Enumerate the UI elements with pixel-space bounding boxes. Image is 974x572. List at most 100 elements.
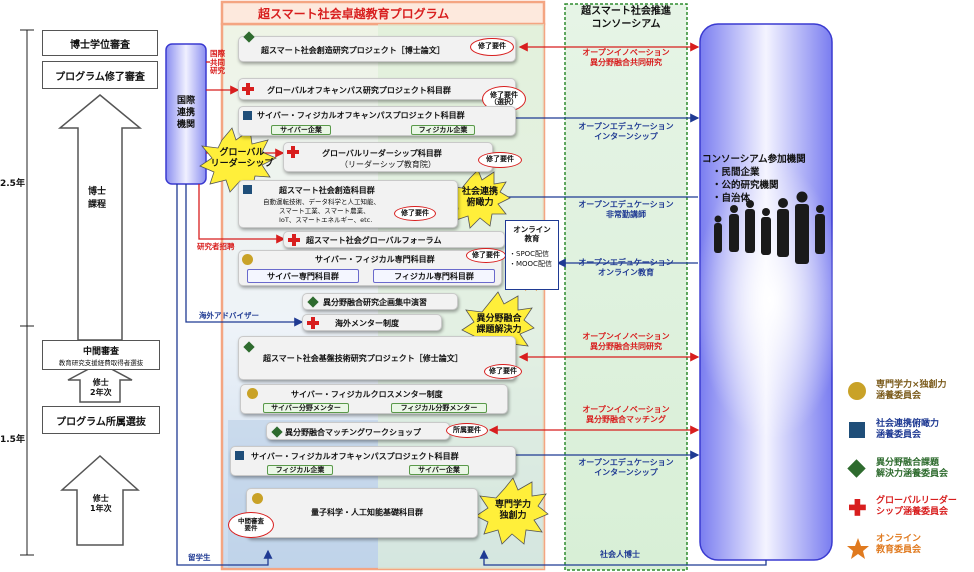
- circle-icon: [247, 388, 258, 399]
- midterm-exam-box: 中間審査 教育研究支援経費取得者選抜: [42, 340, 160, 370]
- member-public-research: ・公的研究機関: [712, 180, 779, 191]
- link-label-open-innovation-1: オープンイノベーション 異分野融合共同研究: [582, 48, 670, 67]
- legend-square-icon: [849, 422, 865, 438]
- req-badge: 修了要件: [484, 364, 522, 379]
- tag-cyber-courses: サイバー専門科目群: [247, 269, 359, 283]
- req-badge: 修了要件: [470, 38, 514, 56]
- cross-icon: [307, 317, 319, 329]
- item-detail-1: 自動運転技術、データ科学と人工知能、: [263, 198, 380, 206]
- cross-icon: [288, 234, 300, 246]
- working-phd-label: 社会人博士: [600, 550, 640, 559]
- member-local-government: ・自治体: [712, 193, 751, 204]
- item-label: サイバー・フィジカルオフキャンパスプロジェクト科目群: [257, 111, 465, 120]
- item-cp-offcampus-project[interactable]: サイバー・フィジカルオフキャンパスプロジェクト科目群 サイバー企業 フィジカル企…: [238, 106, 516, 136]
- legend-expertise-committee: 専門学力×独創力 涵養委員会: [876, 380, 947, 402]
- item-doctoral-research-project[interactable]: 超スマート社会創造研究プロジェクト［博士論文］: [238, 31, 516, 62]
- legend-cross-icon: [849, 499, 866, 516]
- consortium-members-title: コンソーシアム参加機関: [702, 154, 806, 165]
- item-label: 異分野融合研究企画集中演習: [323, 298, 427, 307]
- link-label-open-innovation-2: オープンイノベーション 異分野融合共同研究: [582, 332, 670, 351]
- doctoral-course-label: 博士 課程: [88, 187, 107, 210]
- item-matching-workshop[interactable]: 異分野融合マッチングワークショップ: [266, 422, 450, 440]
- diamond-icon: [243, 341, 255, 353]
- legend-circle-icon: [848, 382, 866, 400]
- item-label: 超スマート社会創造科目群: [279, 186, 375, 195]
- legend-global-committee: グローバルリーダー シップ涵養委員会: [876, 496, 957, 518]
- item-cross-mentor[interactable]: サイバー・フィジカルクロスメンター制度 サイバー分野メンター フィジカル分野メン…: [240, 384, 508, 414]
- item-masters-research-project[interactable]: 超スマート社会基盤技術研究プロジェクト［修士論文］: [238, 336, 516, 380]
- circle-icon: [252, 493, 263, 504]
- item-cp-specialized-courses[interactable]: サイバー・フィジカル専門科目群 サイバー専門科目群 フィジカル専門科目群: [238, 250, 502, 286]
- online-mooc: ・MOOC配信: [509, 260, 552, 268]
- legend-online-committee: オンライン 教育委員会: [876, 534, 922, 556]
- years-upper-label: 2.5年: [0, 179, 25, 189]
- intl-institution-label: 国際 連携 機関: [177, 96, 196, 131]
- link-label-online-education: オープンエデュケーション オンライン教育: [578, 258, 674, 277]
- tag-physical-mentor: フィジカル分野メンター: [391, 403, 487, 413]
- item-label: 超スマート社会グローバルフォーラム: [306, 236, 442, 245]
- item-label: グローバルオフキャンパス研究プロジェクト科目群: [267, 86, 451, 95]
- link-label-internship-2: オープンエデュケーション インターンシップ: [578, 458, 674, 477]
- midterm-exam-sub: 教育研究支援経費取得者選抜: [58, 358, 144, 367]
- online-title: オンライン 教育: [513, 225, 551, 244]
- doctoral-degree-exam: 博士学位審査: [42, 30, 158, 56]
- consortium-header: 超スマート社会推進 コンソーシアム: [581, 6, 671, 30]
- item-label: 超スマート社会基盤技術研究プロジェクト［修士論文］: [263, 354, 463, 363]
- tag-physical-company: フィジカル企業: [267, 465, 333, 475]
- tag-cyber-company: サイバー企業: [409, 465, 469, 475]
- item-label: グローバルリーダーシップ科目群: [322, 149, 442, 158]
- item-label: 異分野融合マッチングワークショップ: [285, 428, 421, 437]
- req-badge: 修了要件: [394, 206, 436, 221]
- item-sublabel: （リーダーシップ教育院）: [340, 160, 436, 169]
- tag-physical-company: フィジカル企業: [411, 125, 475, 135]
- burst-interdisciplinary-label: 異分野融合 課題解決力: [476, 314, 522, 335]
- researcher-invite-label: 研究者招聘: [197, 242, 235, 251]
- square-icon: [243, 111, 252, 120]
- years-lower-label: 1.5年: [0, 435, 25, 445]
- midterm-req-badge: 中間審査 要件: [228, 512, 274, 538]
- square-icon: [243, 185, 252, 194]
- link-label-internship-1: オープンエデュケーション インターンシップ: [578, 122, 674, 141]
- item-label: サイバー・フィジカルオフキャンパスプロジェクト科目群: [251, 452, 459, 461]
- circle-icon: [242, 254, 253, 265]
- burst-expertise-shape: [475, 477, 549, 545]
- tag-physical-courses: フィジカル専門科目群: [373, 269, 495, 283]
- midterm-exam-title: 中間審査: [82, 346, 119, 357]
- item-label: 超スマート社会創造研究プロジェクト［博士論文］: [261, 46, 445, 55]
- legend-interdisciplinary-committee: 異分野融合課題 解決力涵養委員会: [876, 458, 949, 480]
- item-super-smart-creation-courses[interactable]: 超スマート社会創造科目群 自動運転技術、データ科学と人工知能、 スマート工業、ス…: [238, 180, 458, 228]
- item-label: サイバー・フィジカルクロスメンター制度: [291, 390, 443, 399]
- item-quantum-ai-basics[interactable]: 量子科学・人工知能基礎科目群: [246, 488, 478, 538]
- master-year1-label: 修士 1年次: [90, 494, 112, 514]
- program-title: 超スマート社会卓越教育プログラム: [258, 7, 450, 21]
- study-abroad-label: 留学生: [188, 553, 211, 562]
- item-label: 量子科学・人工知能基礎科目群: [311, 508, 423, 517]
- overseas-advisor-label: 海外アドバイザー: [199, 311, 259, 320]
- item-global-offcampus-research[interactable]: グローバルオフキャンパス研究プロジェクト科目群: [238, 78, 516, 100]
- item-interdisciplinary-seminar[interactable]: 異分野融合研究企画集中演習: [302, 293, 458, 310]
- item-detail-3: IoT、スマートエネルギー、etc.: [279, 216, 373, 224]
- item-cp-offcampus-project-2[interactable]: サイバー・フィジカルオフキャンパスプロジェクト科目群 フィジカル企業 サイバー企…: [230, 446, 516, 476]
- item-label: サイバー・フィジカル専門科目群: [315, 255, 435, 264]
- program-completion-exam: プログラム修了審査: [42, 61, 158, 89]
- item-global-forum[interactable]: 超スマート社会グローバルフォーラム: [283, 231, 505, 248]
- enroll-req-badge: 所属要件: [446, 423, 488, 438]
- item-overseas-mentor[interactable]: 海外メンター制度: [302, 314, 442, 331]
- online-spoc: ・SPOC配信: [509, 250, 550, 258]
- link-label-part-time-lecturer: オープンエデュケーション 非常勤講師: [578, 200, 674, 219]
- diamond-icon: [307, 296, 319, 308]
- req-badge: 修了要件: [478, 152, 522, 168]
- burst-expertise-label: 専門学力 独創力: [494, 500, 531, 521]
- legend-social-committee: 社会連携俯瞰力 涵養委員会: [876, 419, 940, 441]
- legend-star-shape: [847, 538, 869, 559]
- link-label-matching: オープンイノベーション 異分野融合マッチング: [582, 405, 670, 424]
- burst-global-leadership-label: グローバル リーダーシップ: [210, 148, 274, 169]
- tag-cyber-company: サイバー企業: [271, 125, 331, 135]
- online-education-box: オンライン 教育 ・SPOC配信 ・MOOC配信: [505, 220, 559, 290]
- item-global-leadership-courses[interactable]: グローバルリーダーシップ科目群 （リーダーシップ教育院）: [283, 142, 493, 172]
- req-badge: 修了要件: [466, 248, 506, 263]
- cross-icon: [287, 146, 299, 158]
- square-icon: [235, 451, 244, 460]
- diamond-icon: [271, 426, 283, 438]
- item-detail-2: スマート工業、スマート農業、: [279, 207, 370, 215]
